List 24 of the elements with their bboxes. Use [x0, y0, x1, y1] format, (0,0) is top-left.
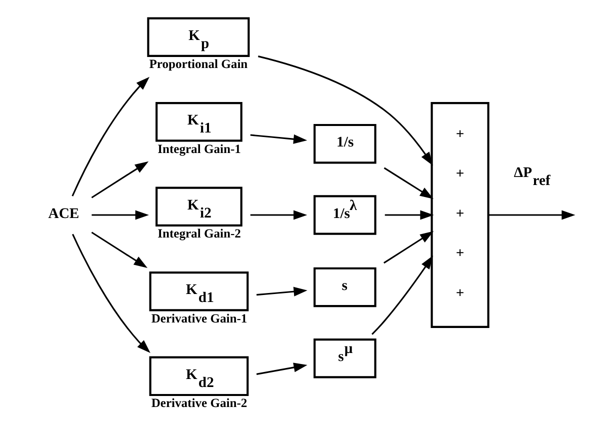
node-label: Integral Gain-1 [157, 142, 240, 156]
arrow [488, 210, 575, 220]
arrow [256, 362, 307, 375]
arrow [71, 76, 149, 196]
node-box: s [313, 267, 376, 308]
arrow [90, 161, 148, 198]
arrow [383, 231, 434, 264]
arrow [383, 167, 433, 199]
arrow [250, 134, 307, 144]
arrow [371, 256, 433, 335]
node-label: Derivative Gain-1 [150, 311, 247, 326]
node-box: 1/s [313, 124, 376, 164]
arrow [257, 56, 432, 166]
node-label: Integral Gain-2 [157, 226, 240, 241]
arrow [250, 210, 307, 220]
arrow [91, 210, 148, 220]
arrow [384, 210, 434, 220]
node-box: + + + + + [430, 102, 489, 328]
node-text: ACE [48, 206, 79, 222]
node-label: Proportional Gain [148, 57, 248, 72]
arrow [71, 234, 150, 354]
node-label: Derivative Gain-2 [150, 396, 247, 410]
arrow [256, 286, 307, 296]
arrow [90, 232, 147, 268]
